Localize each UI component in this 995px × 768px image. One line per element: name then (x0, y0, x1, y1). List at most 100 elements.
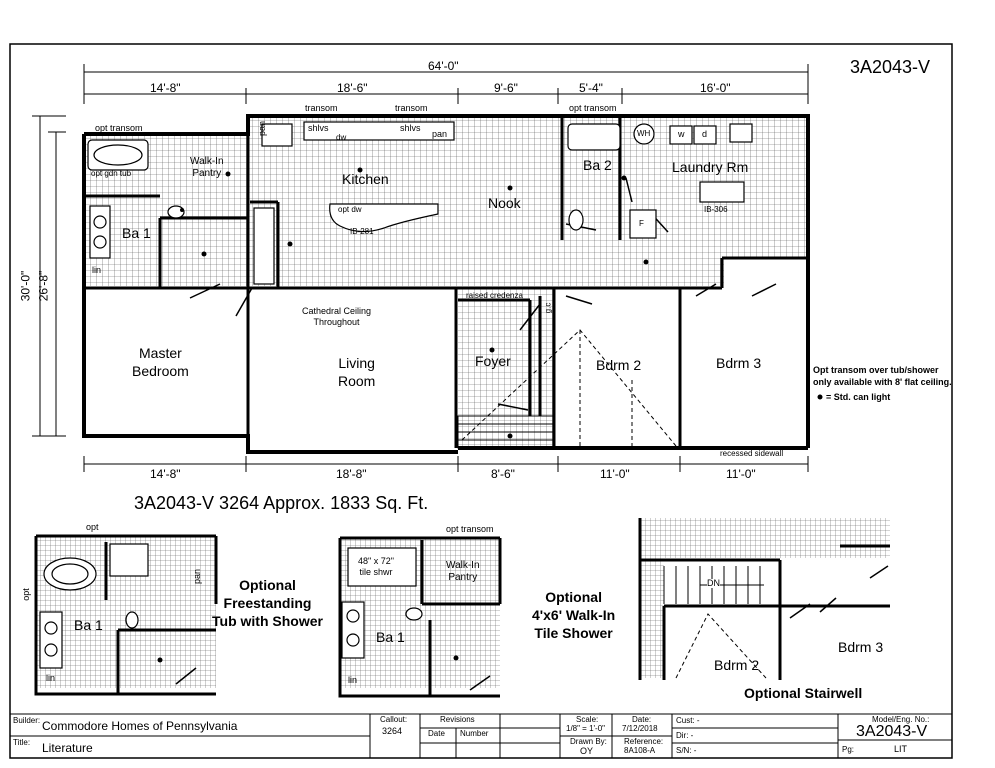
opt1-caption: Optional Freestanding Tub with Shower (212, 577, 323, 630)
bottom-dim-5: 11'-0" (726, 467, 756, 481)
label-pan-1: pan (257, 120, 268, 137)
toilet-ba1 (167, 205, 185, 219)
label-dw: dw (336, 133, 347, 142)
tb-pg: LIT (894, 744, 908, 754)
label-transom-1: transom (305, 103, 338, 113)
opt1-label-lin: lin (46, 673, 56, 683)
label-shlvs-1: shlvs (308, 123, 329, 133)
tb-scale-label: Scale: (576, 715, 599, 724)
top-dim-5: 16'-0" (700, 81, 731, 95)
tb-pg-label: Pg: (842, 745, 855, 754)
opt1-label-opt: opt (86, 522, 99, 532)
label-laundry: Laundry Rm (672, 159, 749, 175)
tb-callout: 3264 (382, 726, 403, 736)
tb-sn: S/N: - (676, 746, 697, 755)
bottom-dim-1: 14'-8" (150, 467, 181, 481)
plan-title: 3A2043-V 3264 Approx. 1833 Sq. Ft. (134, 493, 429, 513)
dimension-lines (32, 64, 809, 472)
label-bdrm3: Bdrm 3 (716, 355, 762, 371)
main-floor-plan (82, 114, 823, 454)
opt3-label-dn: DN (707, 578, 720, 588)
opt2-label-ba1: Ba 1 (376, 629, 405, 645)
label-transom-2: transom (395, 103, 428, 113)
top-dim-1: 14'-8" (150, 81, 181, 95)
washer (669, 125, 693, 145)
tb-reference-label: Reference: (624, 737, 664, 746)
opt2-label-opt-transom: opt transom (446, 524, 494, 534)
option-1-freestanding-tub (34, 534, 218, 696)
label-opt-transom-ba2: opt transom (569, 103, 617, 113)
opt3-label-bdrm3: Bdrm 3 (838, 639, 884, 655)
water-heater (633, 123, 655, 145)
label-shlvs-2: shlvs (400, 123, 421, 133)
opt2-label-walk-in-pantry: Walk-In Pantry (446, 560, 480, 583)
sink-ba2 (568, 209, 584, 231)
left-dim-outer: 30'-0" (18, 270, 33, 302)
label-gc: g.c (543, 302, 553, 314)
tb-date-label: Date: (632, 715, 652, 724)
tb-scale: 1/8" = 1'-0" (566, 724, 606, 733)
tb-title: Literature (42, 741, 93, 755)
option-3-stairwell (638, 518, 890, 680)
sheet-border (9, 43, 953, 759)
tb-drawn-label: Drawn By: (570, 737, 607, 746)
tb-date: 7/12/2018 (622, 724, 658, 733)
label-ba1: Ba 1 (122, 225, 151, 241)
tb-reference: 8A108-A (624, 746, 656, 755)
label-opt-transom-ba1: opt transom (95, 123, 143, 133)
label-ib-281: IB-281 (350, 227, 374, 236)
island-ib281 (329, 203, 439, 233)
dryer (693, 125, 717, 145)
model-number-top: 3A2043-V (850, 57, 931, 77)
note-can-light: = Std. can light (826, 392, 891, 402)
top-dim-2: 18'-6" (337, 81, 368, 95)
label-wh: WH (637, 129, 651, 138)
opt1-label-opt-side: opt (20, 588, 31, 601)
opt2-caption: Optional 4'x6' Walk-In Tile Shower (532, 589, 616, 642)
tb-title-label: Title: (13, 738, 31, 747)
bottom-dim-3: 8'-6" (491, 467, 515, 481)
opt2-label-tile-shwr: 48" x 72" tile shwr (358, 556, 394, 578)
opt3-label-bdrm2: Bdrm 2 (714, 657, 760, 673)
laundry-sink (729, 123, 753, 143)
tb-model-label: Model/Eng. No.: (872, 715, 930, 724)
top-dim-3: 9'-6" (494, 81, 518, 95)
label-opt-dw: opt dw (338, 205, 362, 214)
label-bdrm2: Bdrm 2 (596, 357, 642, 373)
range (261, 123, 293, 147)
tb-builder-label: Builder: (13, 716, 41, 725)
island-ib306 (699, 181, 745, 203)
fridge (629, 209, 657, 239)
vanity-ba1 (89, 205, 111, 259)
overall-width-dim: 64'-0" (428, 59, 459, 73)
tb-date-col: Date (428, 729, 445, 738)
label-ba2: Ba 2 (583, 157, 612, 173)
top-dim-4: 5'-4" (579, 81, 603, 95)
opt1-label-ba1: Ba 1 (74, 617, 103, 633)
tb-number-col: Number (460, 729, 489, 738)
tb-cust: Cust: - (676, 716, 700, 725)
label-opt-gdn-tub: opt gdn tub (91, 169, 132, 178)
label-cathedral: Cathedral Ceiling Throughout (302, 306, 372, 327)
label-living-room: Living Room (338, 355, 376, 390)
option-2-tile-shower (338, 536, 502, 698)
opt2-label-lin: lin (348, 675, 358, 685)
kitchen-counter (303, 121, 455, 141)
tile-area-foyer (458, 288, 554, 448)
label-walk-in-pantry: Walk-In Pantry (190, 156, 224, 179)
label-fridge: F (639, 219, 644, 228)
pantry-shelf (253, 207, 275, 285)
tb-dir: Dir: - (676, 731, 694, 740)
label-nook: Nook (488, 195, 521, 211)
title-block-lines (10, 713, 952, 758)
label-ib-306: IB-306 (704, 205, 728, 214)
tub-ba2 (567, 123, 621, 151)
label-master-bedroom: Master Bedroom (132, 345, 189, 380)
note-opt-transom: Opt transom over tub/shower only availab… (813, 365, 952, 388)
label-kitchen: Kitchen (342, 171, 389, 187)
label-recessed-sidewall: recessed sidewall (720, 449, 784, 458)
label-washer: w (678, 129, 685, 139)
label-foyer: Foyer (475, 353, 511, 369)
label-raised-credenza: raised credenza (466, 291, 523, 300)
